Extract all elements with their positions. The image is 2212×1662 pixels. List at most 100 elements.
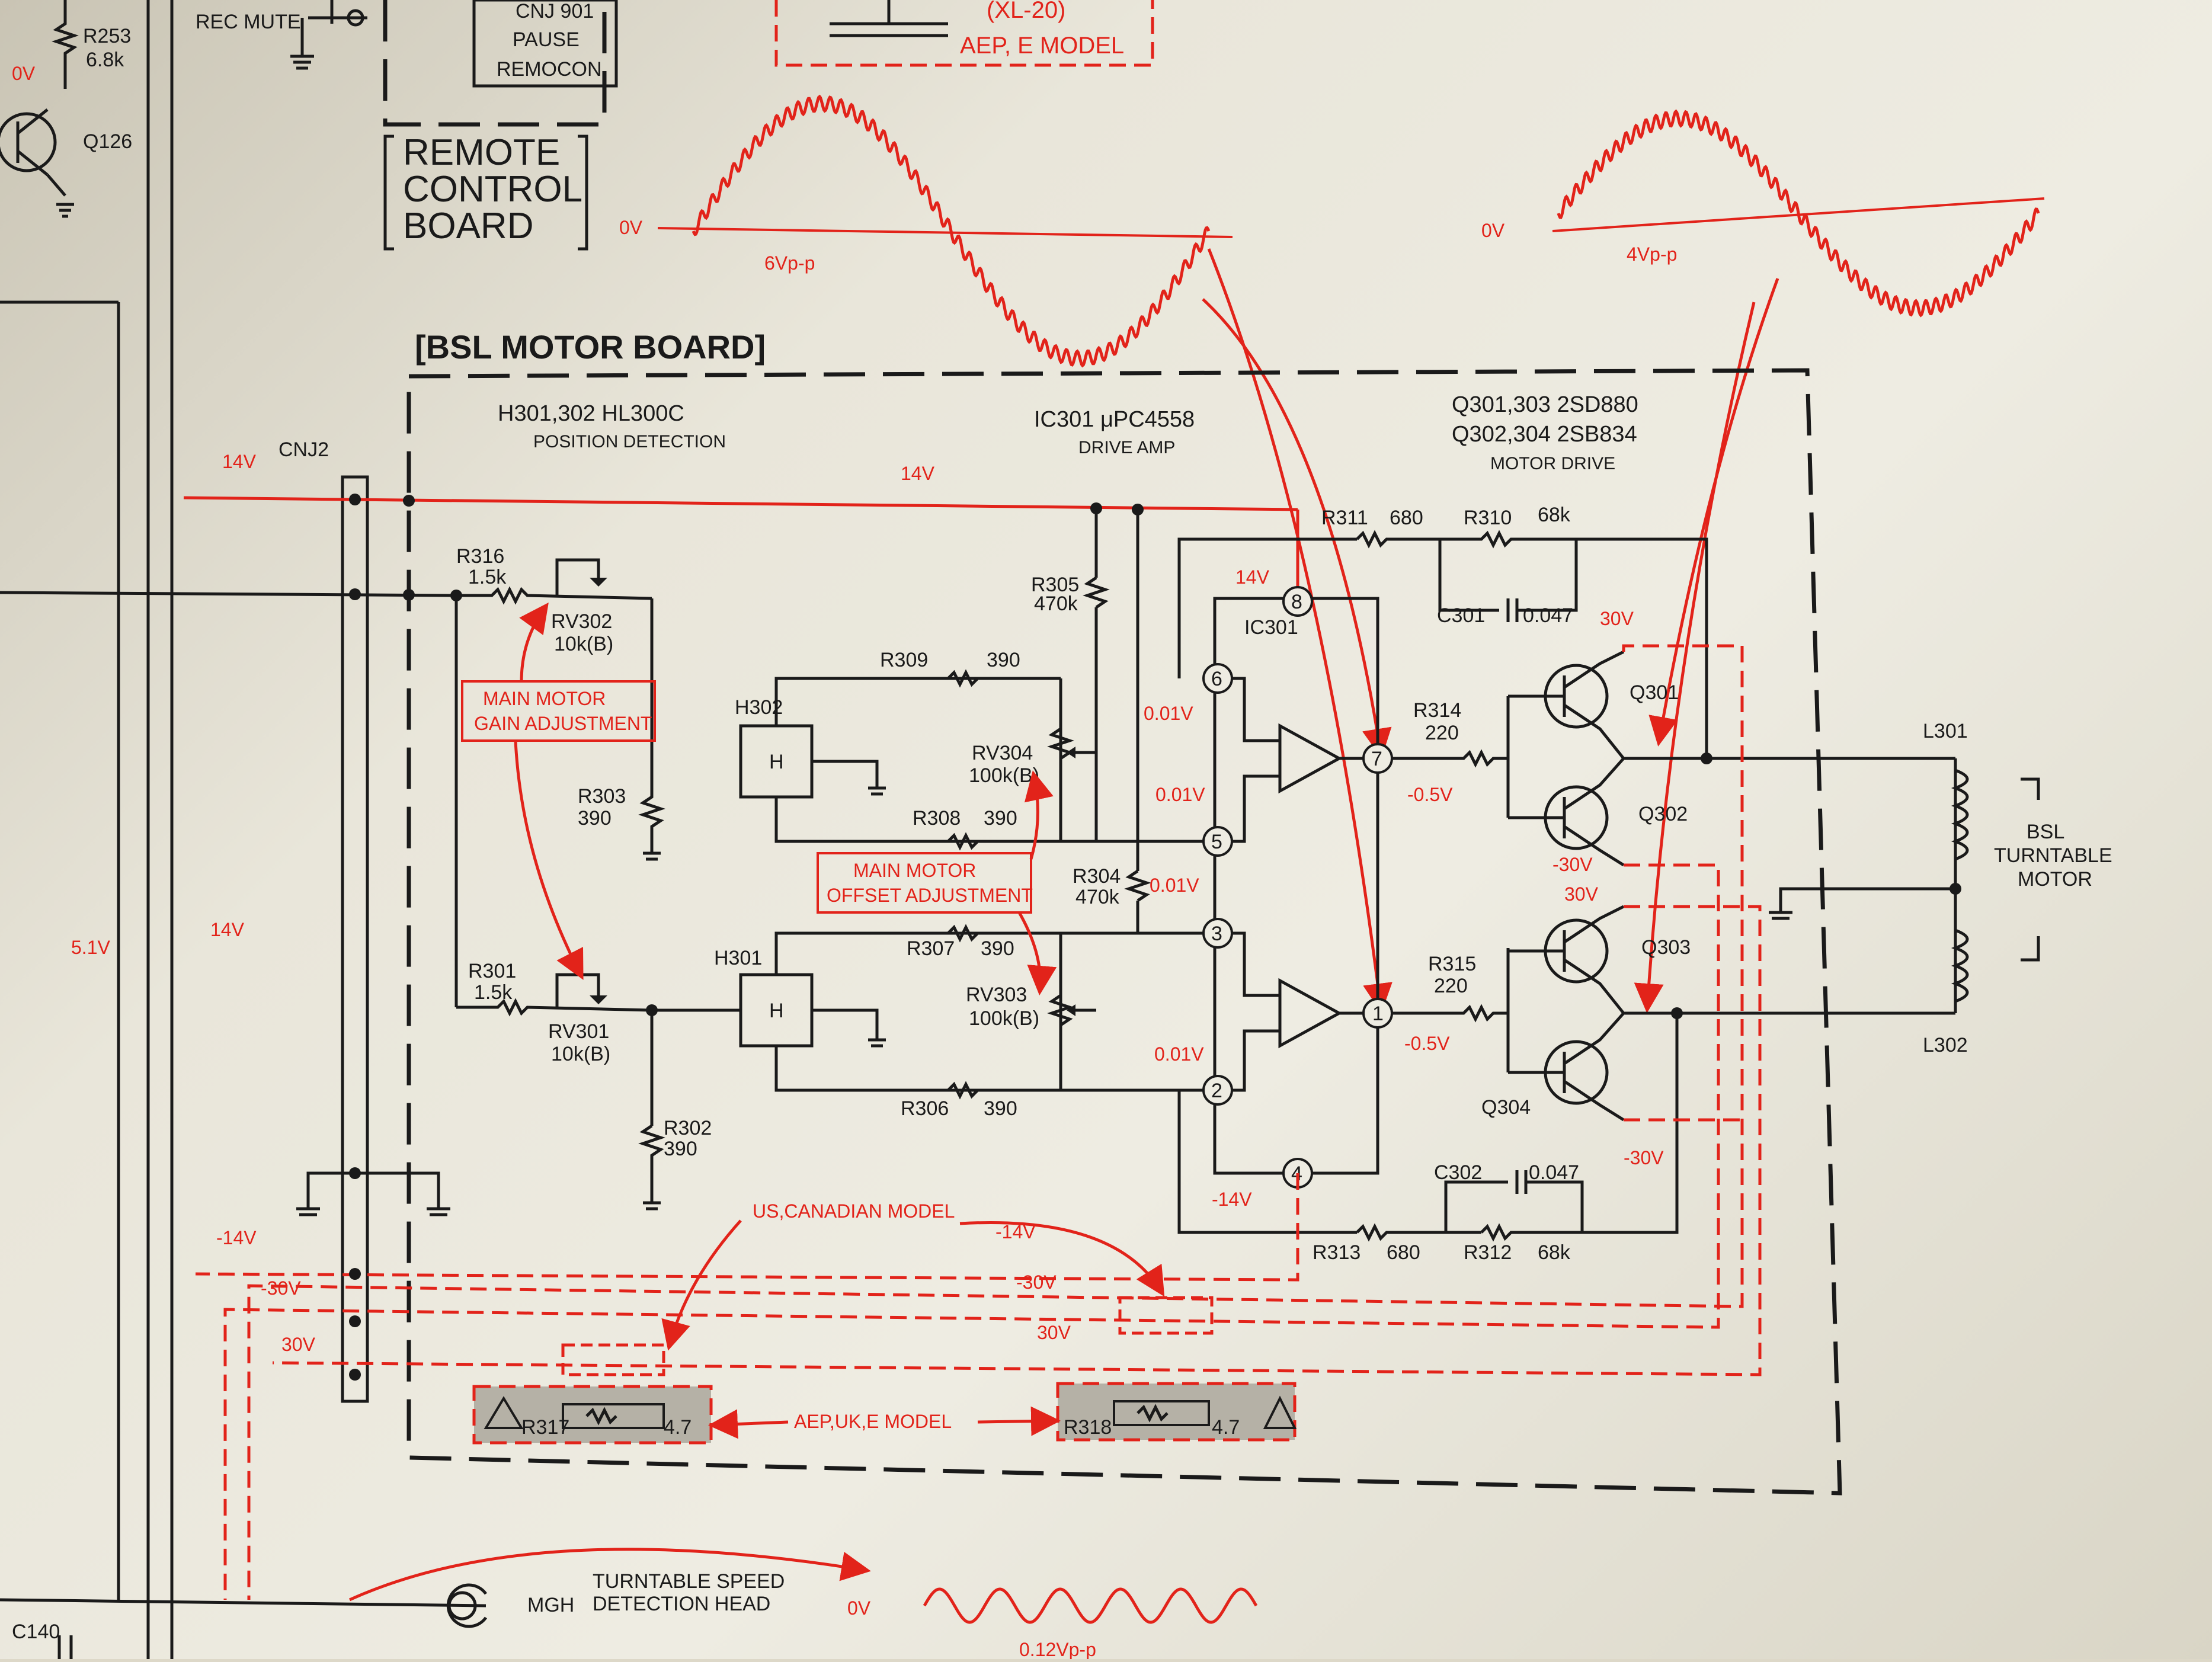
ic-part-label: IC301 μPC4558 xyxy=(1034,407,1195,432)
r301-label: R301 xyxy=(468,960,516,982)
r317-value: 4.7 xyxy=(664,1416,692,1439)
bsl-motor-board: [BSL MOTOR BOARD] H301,302 HL300C POSITI… xyxy=(0,328,2112,1600)
gain-adjust-box xyxy=(461,680,656,742)
rec-mute-label: REC MUTE xyxy=(196,11,301,33)
r311-label: R311 xyxy=(1321,507,1368,529)
r301-resistor xyxy=(456,998,652,1017)
v30-label-a: 30V xyxy=(1600,608,1634,629)
vm30-label-c: -30V xyxy=(261,1277,301,1299)
v14-label-d: 14V xyxy=(1235,566,1270,588)
vm14-label-c: -14V xyxy=(1212,1189,1252,1210)
r309-resistor xyxy=(947,669,979,688)
r304-label: R304 xyxy=(1073,865,1121,888)
mgh-desc-line1: TURNTABLE SPEED xyxy=(593,1570,785,1593)
waveform-left: 0V 6Vp-p xyxy=(619,94,1233,368)
rv303-value: 100k(B) xyxy=(969,1007,1039,1030)
r310-label: R310 xyxy=(1464,507,1512,529)
ic301-label: IC301 xyxy=(1244,616,1298,639)
q304-label: Q304 xyxy=(1481,1096,1531,1119)
ic-desc-label: DRIVE AMP xyxy=(1078,438,1175,457)
remocon-label: REMOCON xyxy=(497,58,602,81)
pin-3: 3 xyxy=(1211,923,1222,945)
rv301-value: 10k(B) xyxy=(551,1043,610,1065)
r313-value: 680 xyxy=(1387,1241,1420,1264)
r306-value: 390 xyxy=(984,1097,1017,1120)
v001-label-d: 0.01V xyxy=(1154,1043,1204,1065)
r313-resistor xyxy=(1356,1223,1481,1242)
h301-label: H301 xyxy=(714,947,762,969)
gain-note-line1: MAIN MOTOR xyxy=(483,688,606,709)
r253-label: R253 xyxy=(83,25,131,47)
top-section: REC MUTE R253 6.8k 0V Q126 CNJ 901 PAUSE… xyxy=(0,0,1154,1659)
vm30-label-d: -30V xyxy=(1016,1272,1057,1293)
annotations: MAIN MOTOR GAIN ADJUSTMENT MAIN MOTOR OF… xyxy=(71,566,1664,1439)
r305-resistor xyxy=(1083,576,1110,609)
q303-label: Q303 xyxy=(1641,936,1691,959)
remote-board-line1: REMOTE xyxy=(403,132,560,173)
r303-resistor xyxy=(638,788,665,853)
r303-value: 390 xyxy=(578,807,612,830)
sine-wave-6vpp xyxy=(692,94,1211,368)
r315-value: 220 xyxy=(1434,975,1468,997)
r311-resistor xyxy=(1356,530,1481,549)
r314-resistor xyxy=(1392,749,1508,768)
r253-value: 6.8k xyxy=(86,49,124,71)
q126-label: Q126 xyxy=(83,130,132,153)
r302-resistor xyxy=(638,1124,665,1203)
vm30-label-a: -30V xyxy=(1552,854,1593,875)
r308-value: 390 xyxy=(984,807,1017,830)
q-parts-line1: Q301,303 2SD880 xyxy=(1452,392,1638,417)
r309-value: 390 xyxy=(987,649,1020,671)
r314-label: R314 xyxy=(1413,699,1461,722)
c301-label: C301 xyxy=(1437,604,1485,627)
v001-label-a: 0.01V xyxy=(1144,703,1193,724)
q126-transistor-icon xyxy=(0,112,57,172)
v30-label-c: 30V xyxy=(281,1334,316,1355)
r310-value: 68k xyxy=(1538,504,1571,526)
l302-label: L302 xyxy=(1923,1034,1968,1056)
r305-value: 470k xyxy=(1034,593,1078,615)
r303-label: R303 xyxy=(578,785,626,808)
board-outline xyxy=(406,368,1842,1496)
rv304-value: 100k(B) xyxy=(969,764,1039,787)
pin-2: 2 xyxy=(1211,1080,1222,1102)
sine-wave-4vpp xyxy=(1557,109,2040,318)
offset-adjust-box xyxy=(817,852,1032,914)
c301-capacitor xyxy=(1438,539,1578,622)
rv302-value: 10k(B) xyxy=(554,633,613,655)
r317-label: R317 xyxy=(521,1416,569,1439)
cnj901-label: CNJ 901 xyxy=(516,0,594,23)
mgh-section: MGH TURNTABLE SPEED DETECTION HEAD C140 … xyxy=(0,1548,1258,1660)
rv303-label: RV303 xyxy=(966,984,1027,1006)
xl20-label: (XL-20) xyxy=(987,0,1065,23)
c302-capacitor xyxy=(1444,1170,1584,1232)
r302-value: 390 xyxy=(664,1138,697,1160)
v001-label-c: 0.01V xyxy=(1150,875,1199,896)
rv304-label: RV304 xyxy=(972,742,1033,764)
r315-label: R315 xyxy=(1428,953,1476,975)
warning-icon-right xyxy=(1263,1395,1297,1429)
vm14-label-a: -14V xyxy=(216,1227,257,1248)
board-title: [BSL MOTOR BOARD] xyxy=(415,328,766,366)
r310-resistor xyxy=(1440,530,1708,761)
wave-right-zero: 0V xyxy=(1481,220,1505,241)
r316-value: 1.5k xyxy=(468,566,507,588)
opamp-a-icon xyxy=(1278,723,1343,794)
rv302-label: RV302 xyxy=(551,610,612,633)
r309-label: R309 xyxy=(880,649,928,671)
aep-e-model-box xyxy=(774,0,1154,67)
c301-value: 0.047 xyxy=(1523,604,1573,627)
r315-resistor xyxy=(1392,1004,1508,1023)
vm05-label-b: -0.5V xyxy=(1404,1033,1450,1054)
r304-resistor xyxy=(1124,869,1151,902)
pin-8: 8 xyxy=(1291,591,1302,613)
c302-label: C302 xyxy=(1434,1161,1482,1184)
l301-label: L301 xyxy=(1923,720,1968,742)
cnj2-label: CNJ2 xyxy=(278,438,329,461)
q-parts-line2: Q302,304 2SB834 xyxy=(1452,422,1637,447)
v001-label-b: 0.01V xyxy=(1155,784,1205,805)
cnj2-connector xyxy=(341,475,369,1403)
rv303-pot xyxy=(1047,994,1074,1027)
r312-label: R312 xyxy=(1464,1241,1512,1264)
